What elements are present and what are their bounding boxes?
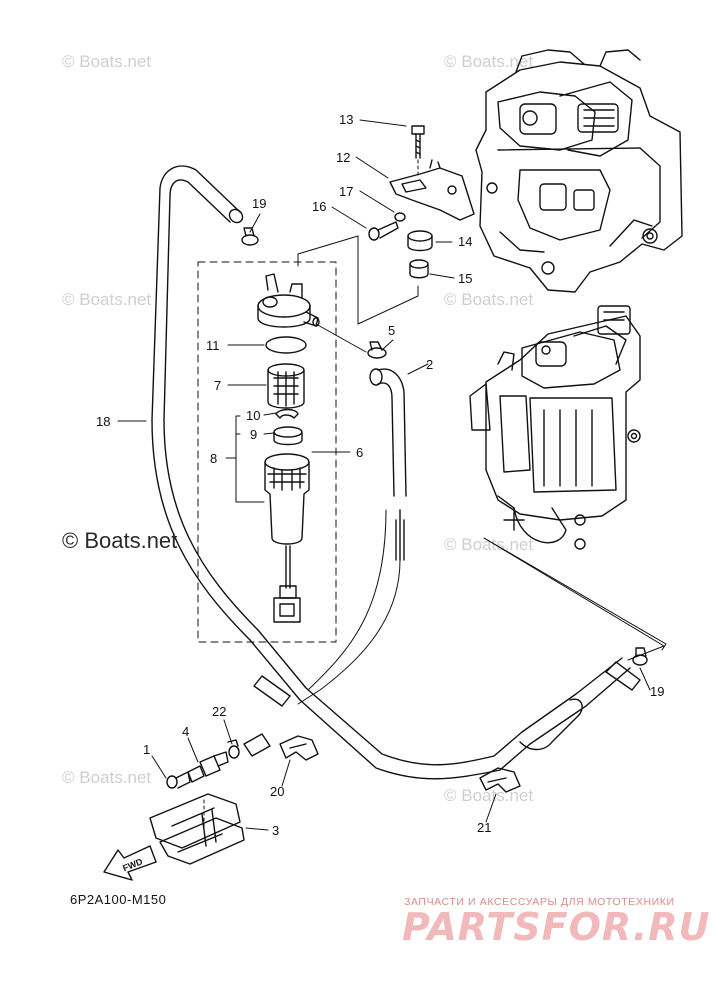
filter-element-7 <box>267 363 305 409</box>
hose-2 <box>369 368 407 561</box>
holder-20 <box>279 735 319 761</box>
engine-block-upper <box>475 49 683 293</box>
watermark-faint: © Boats.net <box>444 52 534 71</box>
callout-2: 2 <box>426 357 433 372</box>
callout-19-upper: 19 <box>252 196 266 211</box>
watermark-faint: © Boats.net <box>444 535 534 554</box>
callout-1: 1 <box>143 742 150 757</box>
grommet-14 <box>407 230 433 252</box>
callout-12: 12 <box>336 150 350 165</box>
callout-16: 16 <box>312 199 326 214</box>
shop-logo: PARTSFOR.RU <box>402 905 711 949</box>
clamp-5 <box>367 341 387 359</box>
callout-17: 17 <box>339 184 353 199</box>
callout-5: 5 <box>388 323 395 338</box>
fwd-arrow-icon <box>103 845 157 881</box>
callout-21: 21 <box>477 820 491 835</box>
screw-16 <box>368 221 399 241</box>
callout-11: 11 <box>206 338 220 353</box>
watermark-faint: © Boats.net <box>444 786 534 805</box>
clip-10 <box>275 408 299 419</box>
plug-1 <box>166 771 191 789</box>
callout-9: 9 <box>250 427 257 442</box>
callout-15: 15 <box>458 271 472 286</box>
callout-19-lower: 19 <box>650 684 664 699</box>
clamp-19-upper <box>241 227 259 246</box>
bracket-12 <box>389 159 475 221</box>
diagram-code: 6P2A100-M150 <box>70 892 167 907</box>
clamp-19-lower <box>632 647 648 666</box>
callout-4: 4 <box>182 724 189 739</box>
hose-18 <box>151 165 641 780</box>
watermark-faint: © Boats.net <box>62 290 152 309</box>
watermark-faint: © Boats.net <box>444 290 534 309</box>
callout-18: 18 <box>96 414 110 429</box>
callout-7: 7 <box>214 378 221 393</box>
callout-14: 14 <box>458 234 472 249</box>
callout-20: 20 <box>270 784 284 799</box>
filter-cup <box>264 453 310 623</box>
collar-15 <box>409 259 429 279</box>
cover-3 <box>149 793 245 865</box>
callout-10: 10 <box>246 408 260 423</box>
watermark-main: © Boats.net <box>62 528 178 553</box>
washer-17 <box>394 212 406 222</box>
callout-22: 22 <box>212 704 226 719</box>
shop-tagline: ЗАПЧАСТИ И АКСЕССУАРЫ ДЛЯ МОТОТЕХНИКИ <box>404 896 675 908</box>
watermark-faint: © Boats.net <box>62 768 152 787</box>
callout-13: 13 <box>339 112 353 127</box>
bolt-13 <box>411 125 425 159</box>
holder-21 <box>479 767 521 793</box>
pipe-end <box>243 733 271 757</box>
vapor-separator-assembly <box>469 305 641 550</box>
float-9 <box>273 426 303 446</box>
filter-cap <box>257 273 320 328</box>
o-ring-11 <box>265 336 307 354</box>
callout-6: 6 <box>356 445 363 460</box>
callout-8: 8 <box>210 451 217 466</box>
clamp-22 <box>227 739 240 759</box>
callout-3: 3 <box>272 823 279 838</box>
watermark-faint: © Boats.net <box>62 52 152 71</box>
joint-4 <box>187 751 229 783</box>
